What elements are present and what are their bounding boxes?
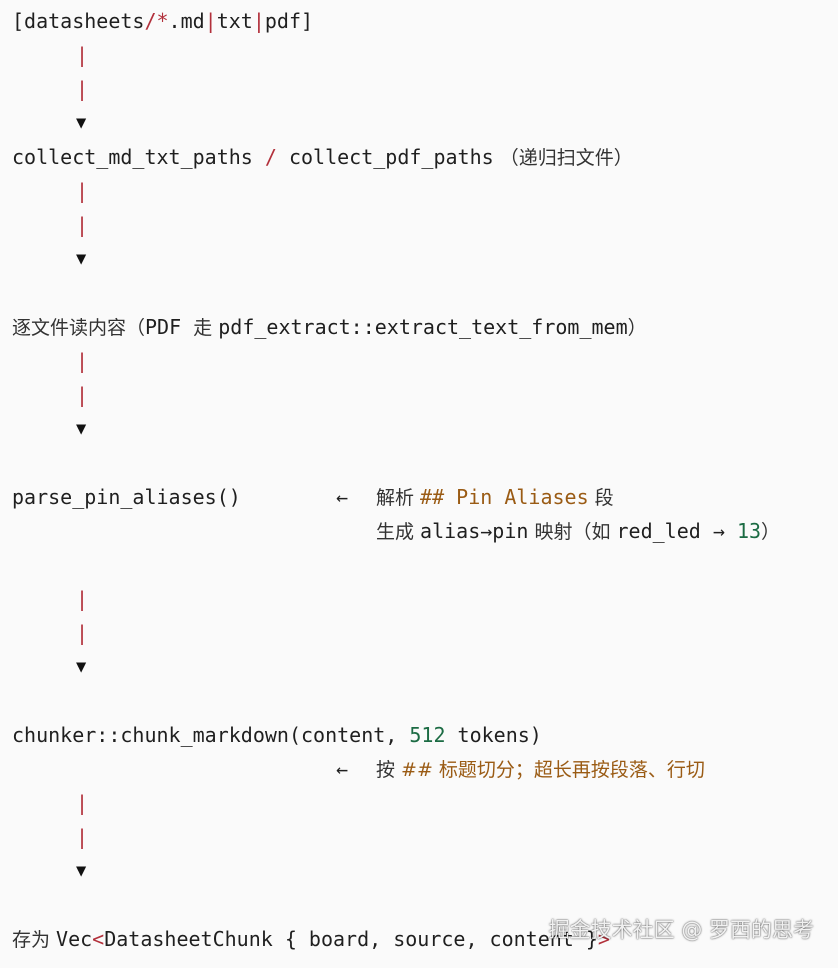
connector-bar: | bbox=[76, 791, 89, 815]
pin-aliases-heading: ## Pin Aliases bbox=[420, 485, 589, 509]
tokens-label: tokens) bbox=[445, 723, 542, 747]
section-label: 段 bbox=[588, 487, 614, 509]
store-vec-line: 存为 Vec<DatasheetChunk { board, source, c… bbox=[12, 922, 610, 957]
token-count: 512 bbox=[409, 723, 446, 747]
generic-close: > bbox=[597, 927, 610, 951]
recursive-scan-note: （递归扫文件） bbox=[493, 147, 633, 169]
connector-bar: | bbox=[76, 43, 89, 67]
heading-split-note: ## 标题切分；超长再按段落、行切 bbox=[401, 759, 705, 781]
pdf-label: PDF bbox=[145, 315, 194, 339]
glob-pipe: | bbox=[252, 9, 265, 33]
pin-number: 13 bbox=[736, 519, 762, 543]
chunk-markdown-fn: chunker::chunk_markdown(content, bbox=[12, 723, 410, 747]
read-content-line: 逐文件读内容（PDF 走 pdf_extract::extract_text_f… bbox=[12, 310, 647, 345]
path-separator: / bbox=[252, 145, 289, 169]
down-arrow-icon: ▼ bbox=[76, 657, 87, 677]
glob-pipe: | bbox=[204, 9, 217, 33]
down-arrow-icon: ▼ bbox=[76, 249, 87, 269]
down-arrow-icon: ▼ bbox=[76, 113, 87, 133]
collect-paths-line: collect_md_txt_paths / collect_pdf_paths… bbox=[12, 140, 633, 175]
source-glob-line: [datasheets/*.md|txt|pdf] bbox=[12, 4, 313, 38]
connector-bar: | bbox=[76, 587, 89, 611]
down-arrow-icon: ▼ bbox=[76, 861, 87, 881]
generic-open: < bbox=[92, 927, 105, 951]
close-paren: ） bbox=[627, 317, 647, 339]
glob-ext-md: .md bbox=[168, 9, 205, 33]
connector-bar: | bbox=[76, 77, 89, 101]
red-led-alias: red_led bbox=[616, 519, 701, 543]
connector-bar: | bbox=[76, 213, 89, 237]
store-as-label: 存为 bbox=[12, 929, 57, 951]
pin-aliases-note: 解析 ## Pin Aliases 段 bbox=[376, 480, 614, 515]
collect-md-txt-fn: collect_md_txt_paths bbox=[12, 145, 253, 169]
pdf-extract-fn: pdf_extract::extract_text_from_mem bbox=[218, 315, 628, 339]
down-arrow-icon: ▼ bbox=[76, 419, 87, 439]
connector-bar: | bbox=[76, 179, 89, 203]
glob-star: * bbox=[156, 9, 169, 33]
glob-close: ] bbox=[301, 9, 314, 33]
glob-open: [datasheets bbox=[12, 9, 145, 33]
chunk-markdown-line: chunker::chunk_markdown(content, 512 tok… bbox=[12, 718, 542, 752]
parse-label: 解析 bbox=[376, 487, 421, 509]
chunking-note: 按 ## 标题切分；超长再按段落、行切 bbox=[376, 752, 705, 787]
glob-slash: / bbox=[144, 9, 157, 33]
glob-ext-pdf: pdf bbox=[264, 9, 302, 33]
left-arrow-icon: ← bbox=[336, 485, 349, 509]
generate-label: 生成 bbox=[376, 521, 421, 543]
read-content-label: 逐文件读内容（ bbox=[12, 317, 146, 339]
via-label: 走 bbox=[193, 317, 219, 339]
collect-pdf-fn: collect_pdf_paths bbox=[288, 145, 494, 169]
alias-pin-code: alias→pin bbox=[420, 519, 529, 543]
glob-ext-txt: txt bbox=[216, 9, 253, 33]
vec-type: Vec bbox=[56, 927, 93, 951]
by-label: 按 bbox=[376, 759, 402, 781]
parse-pin-aliases-fn: parse_pin_aliases() bbox=[12, 485, 241, 509]
watermark: 掘金技术社区 @ 罗西的思考 bbox=[548, 918, 814, 942]
connector-bar: | bbox=[76, 349, 89, 373]
close-paren: ） bbox=[761, 521, 781, 543]
flow-diagram: [datasheets/*.md|txt|pdf] | | ▼ collect_… bbox=[12, 0, 838, 968]
connector-bar: | bbox=[76, 383, 89, 407]
alias-mapping-note: 生成 alias→pin 映射（如 red_led → 13） bbox=[376, 514, 780, 549]
connector-bar: | bbox=[76, 621, 89, 645]
right-arrow-icon: → bbox=[700, 519, 737, 543]
datasheet-chunk-struct: DatasheetChunk { board, source, content … bbox=[104, 927, 598, 951]
left-arrow-icon: ← bbox=[336, 757, 349, 781]
connector-bar: | bbox=[76, 825, 89, 849]
mapping-label: 映射（如 bbox=[528, 521, 617, 543]
